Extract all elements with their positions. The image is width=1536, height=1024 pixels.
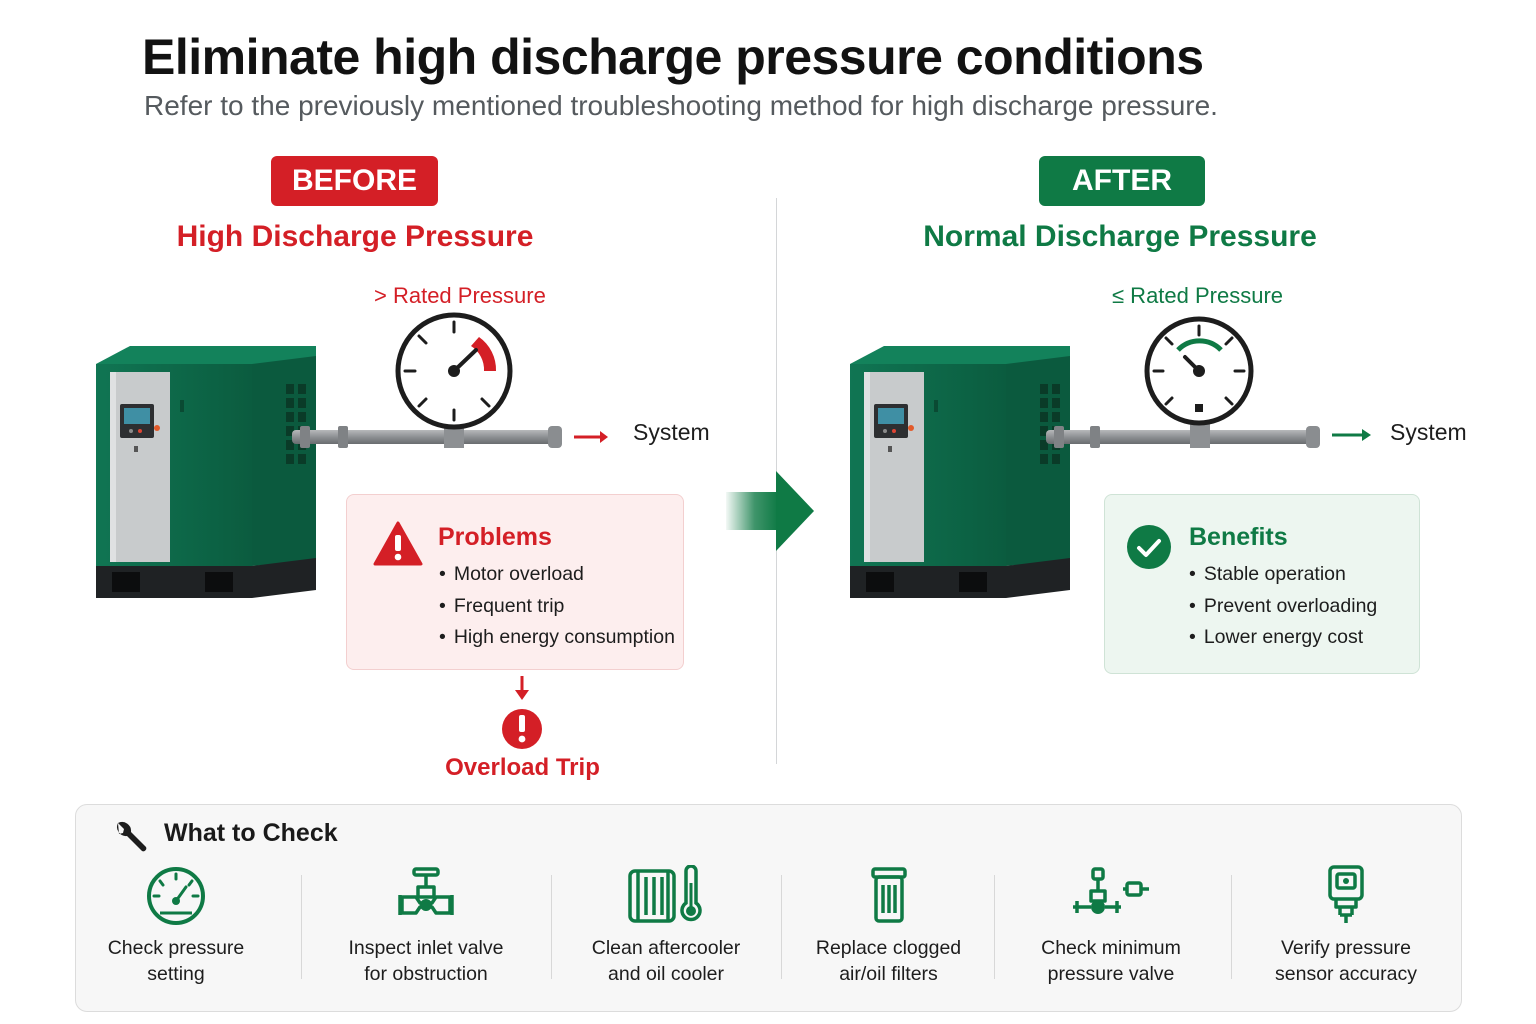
check-label-line2: pressure valve <box>1047 963 1175 985</box>
what-to-check-panel: What to Check Check pressure setting <box>75 804 1462 1012</box>
before-flow-arrow <box>574 431 608 443</box>
check-label-line1: Replace clogged <box>815 937 962 959</box>
check-label-line1: Clean aftercooler <box>591 937 741 959</box>
checkmark-icon <box>1127 525 1171 569</box>
check-item-inlet-valve: Inspect inlet valve for obstruction <box>326 865 526 987</box>
warning-icon <box>373 521 423 566</box>
diagram-scene <box>96 312 1371 749</box>
check-label-line1: Check pressure <box>107 937 245 959</box>
problems-card: Problems Motor overload Frequent trip Hi… <box>346 494 684 670</box>
check-label-line1: Check minimum <box>1041 937 1181 959</box>
before-compressor <box>96 346 316 598</box>
overload-trip-label: Overload Trip <box>445 754 600 781</box>
what-to-check-title: What to Check <box>164 819 338 847</box>
before-rated-label: > Rated Pressure <box>374 283 546 308</box>
check-label-line2: setting <box>147 963 205 985</box>
before-badge: BEFORE <box>271 156 438 206</box>
valve-icon <box>398 867 454 915</box>
before-panel-title: High Discharge Pressure <box>176 220 534 253</box>
check-separator <box>781 875 782 979</box>
gauge-icon <box>147 867 205 925</box>
benefits-list: Stable operation Prevent overloading Low… <box>1189 563 1377 658</box>
check-item-min-pressure-valve: Check minimum pressure valve <box>1016 865 1206 987</box>
check-item-pressure-sensor: Verify pressure sensor accuracy <box>1256 865 1436 987</box>
after-panel-title: Normal Discharge Pressure <box>923 220 1317 253</box>
check-label-line2: for obstruction <box>364 963 488 985</box>
check-label-line2: and oil cooler <box>608 963 724 985</box>
transition-arrow <box>726 471 814 551</box>
after-system-label: System <box>1390 419 1467 445</box>
check-label-line1: Inspect inlet valve <box>348 937 504 959</box>
problems-list: Motor overload Frequent trip High energy… <box>439 563 675 658</box>
page-title: Eliminate high discharge pressure condit… <box>142 29 1204 85</box>
overload-alert-icon <box>502 709 542 749</box>
after-badge: AFTER <box>1039 156 1205 206</box>
check-label-line1: Verify pressure <box>1280 937 1412 959</box>
before-gauge <box>395 312 513 430</box>
problems-title: Problems <box>438 523 552 551</box>
check-separator <box>551 875 552 979</box>
check-item-pressure-setting: Check pressure setting <box>96 865 256 987</box>
check-label-line2: air/oil filters <box>839 963 938 985</box>
after-flow-arrow <box>1332 429 1371 441</box>
page-subtitle: Refer to the previously mentioned troubl… <box>144 90 1218 121</box>
check-item-filters: Replace clogged air/oil filters <box>806 865 971 987</box>
pressure-sensor-icon <box>1328 865 1364 923</box>
check-label-line2: sensor accuracy <box>1275 963 1417 985</box>
benefit-item: Lower energy cost <box>1189 626 1377 658</box>
check-separator <box>994 875 995 979</box>
overload-arrow <box>515 676 529 700</box>
benefits-title: Benefits <box>1189 523 1288 551</box>
after-pipe <box>1046 420 1320 448</box>
benefit-item: Stable operation <box>1189 563 1377 595</box>
after-compressor <box>850 346 1070 598</box>
cooler-thermometer-icon <box>628 865 702 923</box>
problem-item: Motor overload <box>439 563 675 595</box>
check-item-coolers: Clean aftercooler and oil cooler <box>576 865 756 987</box>
pressure-valve-icon <box>1073 867 1149 914</box>
check-separator <box>301 875 302 979</box>
wrench-icon <box>117 822 147 852</box>
after-gauge <box>1144 316 1254 426</box>
before-system-label: System <box>633 419 710 445</box>
problem-item: Frequent trip <box>439 595 675 627</box>
problem-item: High energy consumption <box>439 626 675 658</box>
before-pipe <box>292 420 562 448</box>
filter-icon <box>870 867 907 923</box>
check-separator <box>1231 875 1232 979</box>
after-rated-label: ≤ Rated Pressure <box>1112 283 1284 308</box>
benefits-card: Benefits Stable operation Prevent overlo… <box>1104 494 1420 674</box>
benefit-item: Prevent overloading <box>1189 595 1377 627</box>
